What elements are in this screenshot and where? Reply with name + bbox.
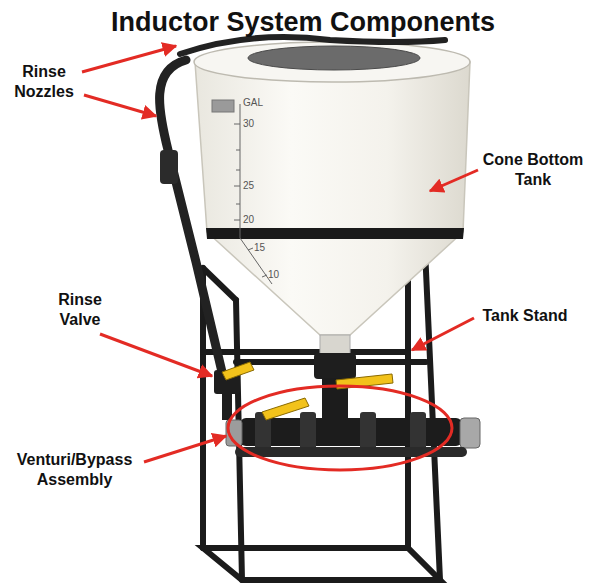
callout-label: Venturi/Bypass Assembly: [2, 450, 147, 490]
rinse-hose: [160, 60, 222, 372]
diagram-title: Inductor System Components: [0, 6, 606, 38]
cone-bottom-tank: [195, 62, 470, 335]
callout-label: Rinse Valve: [45, 290, 115, 330]
leader-arrow: [412, 318, 474, 350]
scale-number: 30: [243, 118, 254, 130]
leader-arrows: [82, 46, 478, 462]
tank-lid: [248, 46, 420, 70]
callout-label: Cone Bottom Tank: [478, 150, 588, 190]
tank-plate: [212, 100, 234, 112]
tank-neck: [320, 335, 350, 355]
highlight-ellipse: [228, 386, 452, 470]
valve-handle: [222, 362, 254, 380]
callout-label: Tank Stand: [470, 306, 580, 326]
rinse-nozzle: [160, 150, 178, 184]
scale-number: GAL: [243, 97, 263, 109]
callout-label: Rinse Nozzles: [4, 62, 84, 102]
volume-scale: [234, 104, 272, 284]
tank-top: [194, 42, 470, 82]
rinse-nozzle-pipe: [180, 37, 445, 54]
scale-number: 25: [243, 180, 254, 192]
scale-number: 10: [268, 269, 279, 281]
leader-arrow: [100, 334, 212, 376]
rinse-line: [222, 394, 232, 420]
scale-number: 20: [243, 214, 254, 226]
leader-arrow: [84, 95, 156, 116]
leader-arrow: [144, 436, 226, 462]
tank-strap: [206, 228, 464, 239]
leader-arrow: [82, 46, 176, 72]
leader-arrow: [430, 170, 478, 191]
tank-valve: [314, 353, 356, 379]
scale-number: 15: [254, 242, 265, 254]
